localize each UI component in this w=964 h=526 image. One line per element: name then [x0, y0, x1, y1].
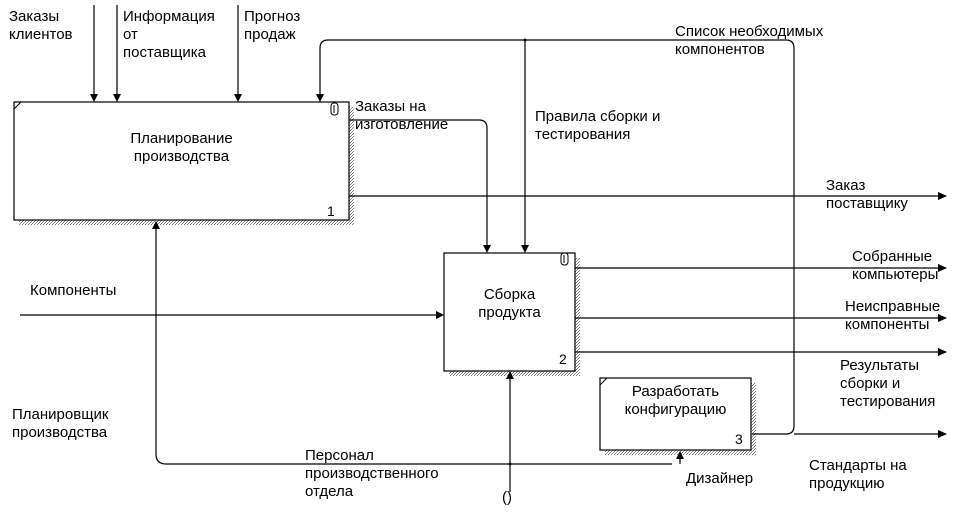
- label-line: Разработать: [631, 383, 720, 400]
- label-line: Список необходимых: [675, 23, 824, 40]
- label-line: Планирование: [130, 130, 233, 147]
- block-3-number: 3: [735, 431, 743, 447]
- label-line: производства: [133, 148, 230, 165]
- label-components: Компоненты: [30, 282, 116, 300]
- label-line: от: [123, 26, 138, 43]
- arrow-required-components: [319, 39, 795, 435]
- label-line: Собранные: [852, 248, 933, 265]
- label-line: Результаты: [840, 357, 919, 374]
- label-line: продаж: [244, 26, 296, 43]
- label-designer: Дизайнер: [686, 470, 753, 488]
- label-line: Компоненты: [30, 282, 117, 299]
- arrowheads: [90, 94, 947, 459]
- label-line: продукцию: [809, 475, 885, 492]
- label-line: тестирования: [535, 126, 631, 143]
- arrow-manufacturing-orders: [349, 119, 488, 246]
- label-line: поставщику: [826, 195, 908, 212]
- label-line: Правила сборки и: [535, 108, 661, 125]
- label-line: Заказ: [826, 177, 866, 194]
- tunnel-marker: (): [502, 489, 512, 507]
- block-2[interactable]: [443, 252, 576, 372]
- junction-dot: [508, 462, 512, 466]
- label-line: Заказы: [9, 8, 60, 25]
- label-line: компонентов: [675, 41, 765, 58]
- label-line: продукта: [478, 304, 541, 321]
- label-line: Неисправные: [845, 298, 941, 315]
- label-line: Персонал: [305, 447, 374, 464]
- arrow-production-planner: [155, 228, 672, 465]
- label-line: Стандарты на: [809, 457, 907, 474]
- label-line: (): [502, 489, 512, 506]
- label-line: тестирования: [840, 393, 936, 410]
- label-line: сборки и: [840, 375, 901, 392]
- block-3[interactable]: [599, 377, 752, 451]
- label-line: Заказы на: [355, 98, 426, 115]
- label-line: поставщика: [123, 44, 206, 61]
- block-2-number: 2: [559, 351, 567, 367]
- label-line: Сборка: [483, 286, 536, 303]
- label-line: компьютеры: [852, 266, 939, 283]
- label-line: производства: [12, 424, 108, 441]
- block-1-number: 1: [327, 203, 335, 219]
- label-line: Дизайнер: [686, 470, 754, 487]
- label-line: Планировщик: [12, 406, 109, 423]
- label-line: компоненты: [845, 316, 930, 333]
- label-line: отдела: [305, 483, 354, 500]
- junction-dot: [523, 38, 527, 42]
- label-line: производственного: [305, 465, 439, 482]
- label-line: изготовление: [355, 116, 449, 133]
- label-line: Информация: [123, 8, 215, 25]
- label-line: Прогноз: [244, 8, 301, 25]
- block-1[interactable]: [13, 101, 350, 221]
- label-line: клиентов: [9, 26, 73, 43]
- label-line: конфигурацию: [624, 401, 727, 418]
